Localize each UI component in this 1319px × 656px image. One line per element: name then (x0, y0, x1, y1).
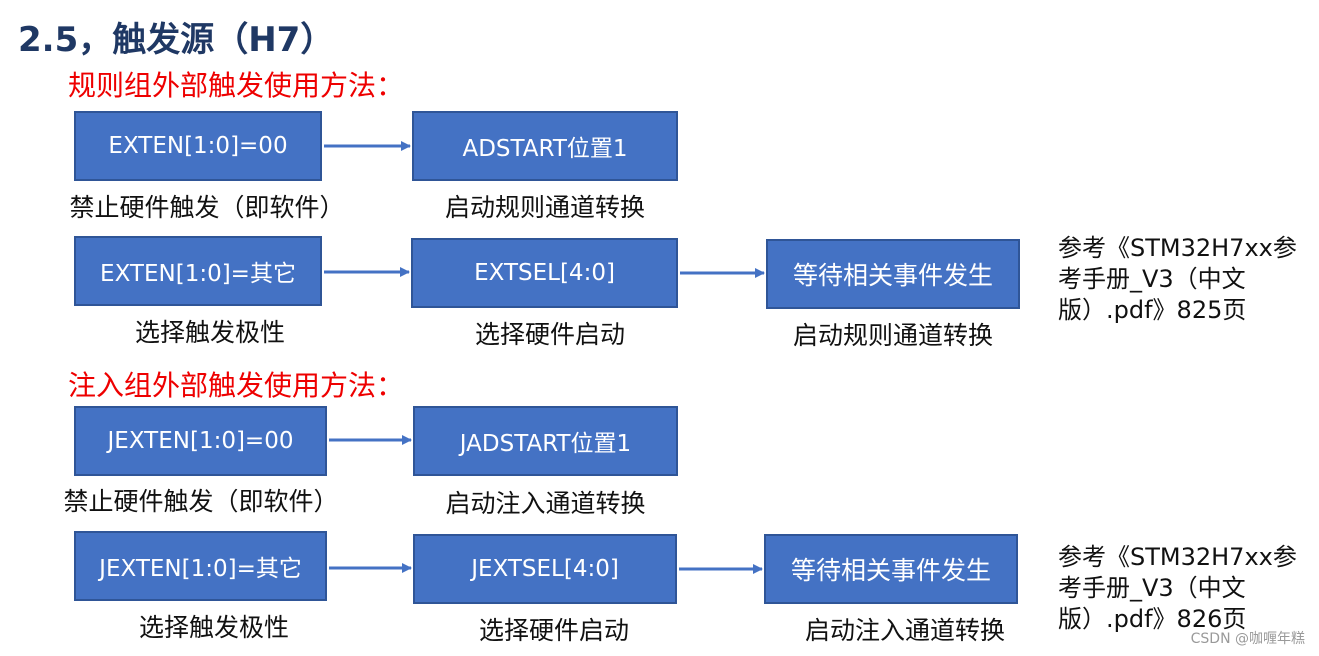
regular-reference-note: 参考《STM32H7xx参 考手册_V3（中文 版）.pdf》825页 (1058, 233, 1298, 326)
extsel-box: EXTSEL[4:0] (411, 238, 678, 308)
page-title: 2.5，触发源（H7） (18, 20, 335, 60)
exten-other-box: EXTEN[1:0]=其它 (74, 236, 322, 306)
regular-row2-caption1: 选择触发极性 (134, 318, 285, 347)
regular-group-heading: 规则组外部触发使用方法： (68, 69, 405, 102)
regular-row1-caption2: 启动规则通道转换 (444, 193, 645, 222)
injected-ref-line-2: 考手册_V3（中文 (1058, 574, 1246, 602)
jadstart-box: JADSTART位置1 (413, 406, 678, 476)
regular-row1-caption1: 禁止硬件触发（即软件） (69, 193, 345, 222)
injected-row1-caption1: 禁止硬件触发（即软件） (63, 487, 339, 516)
regular-ref-line-1: 参考《STM32H7xx参 (1058, 234, 1297, 262)
injected-ref-line-1: 参考《STM32H7xx参 (1058, 543, 1297, 571)
injected-row1-caption2: 启动注入通道转换 (445, 489, 646, 518)
regular-ref-line-3: 版）.pdf》825页 (1058, 296, 1247, 324)
injected-reference-note: 参考《STM32H7xx参 考手册_V3（中文 版）.pdf》826页 (1058, 542, 1298, 635)
injected-wait-event-box: 等待相关事件发生 (764, 534, 1018, 604)
injected-row2-caption1: 选择触发极性 (138, 613, 289, 642)
jexten-other-box: JEXTEN[1:0]=其它 (74, 531, 327, 601)
regular-row2-caption3: 启动规则通道转换 (792, 321, 993, 350)
watermark: CSDN @咖喱年糕 (1190, 631, 1305, 647)
jexten-00-box: JEXTEN[1:0]=00 (74, 406, 327, 476)
exten-00-box: EXTEN[1:0]=00 (74, 111, 322, 181)
jextsel-box: JEXTSEL[4:0] (413, 534, 677, 604)
adstart-box: ADSTART位置1 (412, 111, 678, 181)
regular-ref-line-2: 考手册_V3（中文 (1058, 265, 1246, 293)
injected-group-heading: 注入组外部触发使用方法： (68, 369, 405, 402)
injected-ref-line-3: 版）.pdf》826页 (1058, 605, 1247, 633)
wait-event-box: 等待相关事件发生 (766, 239, 1020, 309)
regular-row2-caption2: 选择硬件启动 (474, 320, 625, 349)
injected-row2-caption2: 选择硬件启动 (478, 616, 629, 645)
injected-row2-caption3: 启动注入通道转换 (804, 616, 1005, 645)
